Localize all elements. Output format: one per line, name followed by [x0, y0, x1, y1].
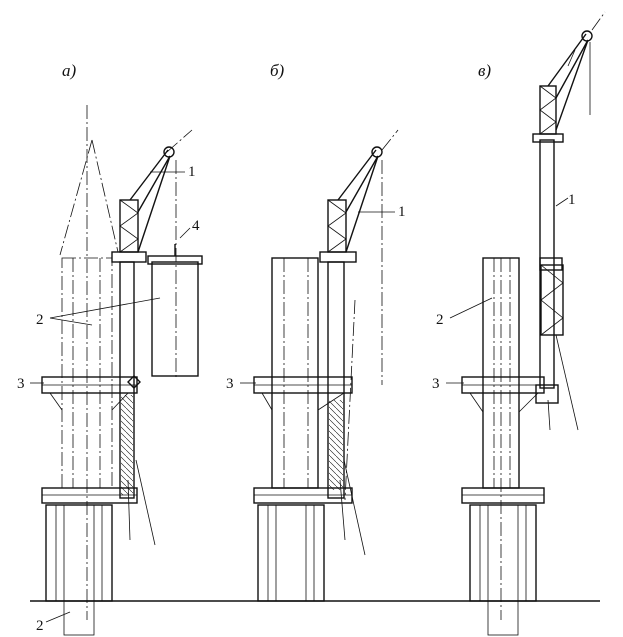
panel-a-callout-4: 4: [192, 218, 200, 234]
panel-a-label: а): [62, 61, 77, 80]
panel-b-column: [271, 257, 319, 489]
panel-b-callout-3: 3: [226, 376, 234, 392]
panel-c-callout-3: 3: [432, 376, 440, 392]
panel-a-callout-2: 2: [36, 312, 44, 328]
panel-c-callout-1: 1: [568, 192, 576, 208]
panel-a: а): [17, 61, 203, 636]
panel-c-label: в): [478, 61, 491, 80]
panel-a-lower-platform: [41, 487, 138, 504]
panel-b-lower-platform: [253, 487, 353, 504]
panel-c-callout-2: 2: [436, 312, 444, 328]
panel-a-callout-3: 3: [17, 376, 25, 392]
panel-a-callout-2-bottom: 2: [36, 618, 44, 634]
panel-c: в): [432, 11, 606, 636]
panel-c-lower-platform: [461, 487, 545, 504]
panel-a-column: [61, 257, 113, 489]
panel-a-callout-1: 1: [188, 164, 196, 180]
panel-b: б) 1 3: [226, 61, 406, 602]
panel-c-mast: [539, 139, 555, 389]
panel-a-lifted-section: [151, 261, 199, 377]
panel-b-label: б): [270, 61, 285, 80]
panel-b-callout-1: 1: [398, 204, 406, 220]
